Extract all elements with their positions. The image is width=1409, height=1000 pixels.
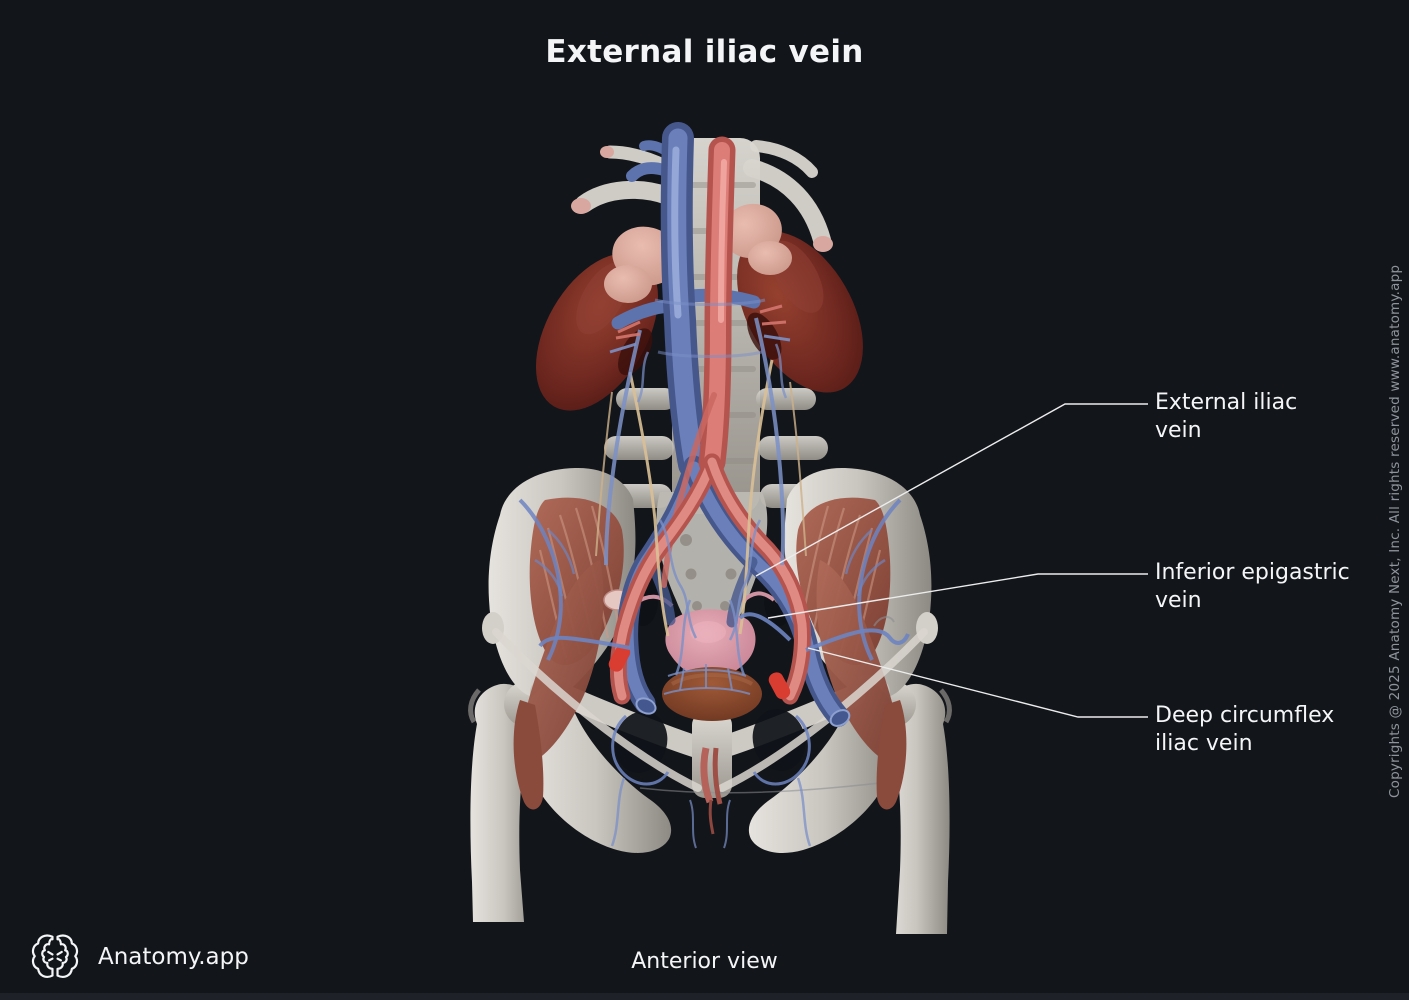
annotation-external-iliac-vein: External iliac vein xyxy=(1155,389,1377,445)
annotation-label-line: vein xyxy=(1155,588,1202,613)
brand-footer: Anatomy.app xyxy=(28,930,249,984)
leader-line-external-iliac-vein xyxy=(755,403,1148,577)
page-title: External iliac vein xyxy=(545,34,864,70)
brain-icon xyxy=(31,934,79,978)
view-label: Anterior view xyxy=(631,949,778,974)
annotation-label-line: External iliac xyxy=(1155,390,1298,415)
annotation-deep-circumflex-iliac-vein: Deep circumflex iliac vein xyxy=(1155,702,1377,758)
abdominal-aorta xyxy=(608,136,811,705)
small-vessel-network xyxy=(518,298,910,849)
annotation-label-line: Inferior epigastric xyxy=(1155,560,1350,585)
copyright-text: Copyrights @ 2025 Anatomy Next, Inc. All… xyxy=(1387,264,1403,798)
inguinal-ligaments xyxy=(492,628,928,792)
psoas-muscles xyxy=(513,560,907,810)
leader-line-inferior-epigastric-vein xyxy=(767,573,1148,619)
leader-lines xyxy=(755,403,1148,718)
annotation-label-line: Deep circumflex xyxy=(1155,703,1335,728)
bottom-edge-strip xyxy=(0,993,1409,1000)
annotation-inferior-epigastric-vein: Inferior epigastric vein xyxy=(1155,559,1377,615)
leader-line-deep-circumflex-iliac-vein xyxy=(807,647,1148,718)
brand-name: Anatomy.app xyxy=(98,944,249,970)
annotation-label-line: vein xyxy=(1155,418,1202,443)
annotation-label-line: iliac vein xyxy=(1155,731,1253,756)
